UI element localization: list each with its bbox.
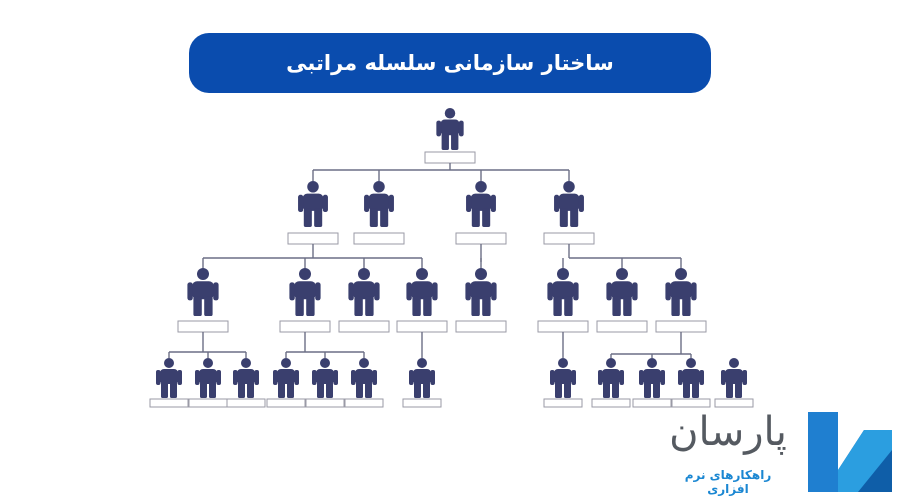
person-icon [465,268,497,316]
person-icon [554,181,584,227]
person-icon [678,358,704,398]
name-box [455,320,507,333]
person-icon [273,358,299,398]
name-box [655,320,707,333]
name-box [287,232,339,245]
person-icon [550,358,576,398]
brand-name: پارسان [669,409,787,455]
person-icon [547,268,579,316]
name-box [266,398,306,408]
name-box [188,398,228,408]
person-icon [298,181,328,227]
page-title: ساختار سازمانی سلسله مراتبی [286,51,614,75]
name-box [424,151,476,164]
person-icon [289,268,321,316]
name-box [543,232,595,245]
name-box [543,398,583,408]
brand-tagline: راهکارهای نرم افزاری [684,468,772,496]
brand-block: پارسان راهکارهای نرم افزاری [662,404,892,496]
person-icon [606,268,638,316]
person-icon [348,268,380,316]
name-box [455,232,507,245]
name-box [338,320,390,333]
name-box [402,398,442,408]
person-icon [406,268,438,316]
title-banner: ساختار سازمانی سلسله مراتبی [189,33,711,93]
name-box [596,320,648,333]
name-box [537,320,589,333]
person-icon [436,108,464,150]
person-icon [233,358,259,398]
name-box [305,398,345,408]
person-icon [156,358,182,398]
name-box [714,398,754,408]
name-box [226,398,266,408]
person-icon [195,358,221,398]
person-icon [364,181,394,227]
person-icon [409,358,435,398]
person-icon [639,358,665,398]
person-icon [721,358,747,398]
person-icon [466,181,496,227]
name-box [396,320,448,333]
name-box [591,398,631,408]
name-box [632,398,672,408]
person-icon [312,358,338,398]
name-box [344,398,384,408]
person-icon [187,268,219,316]
name-box [671,398,711,408]
name-box [353,232,405,245]
name-box [149,398,189,408]
parsan-logo-icon [808,412,892,492]
person-icon [351,358,377,398]
name-box [177,320,229,333]
name-box [279,320,331,333]
person-icon [665,268,697,316]
person-icon [598,358,624,398]
